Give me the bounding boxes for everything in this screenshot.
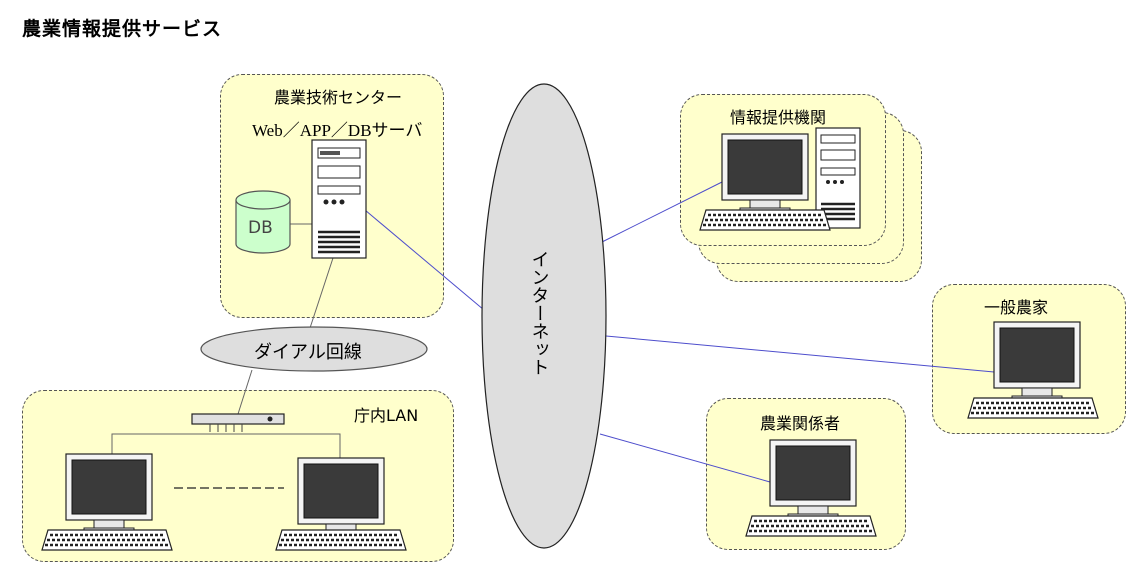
internet-label: インターネット xyxy=(529,250,550,376)
server-tower-icon xyxy=(311,139,367,259)
server-label: Web／APP／DBサーバ xyxy=(252,121,423,140)
provider-monitor-icon xyxy=(721,133,809,214)
link-server-internet xyxy=(364,209,485,311)
hub-icon xyxy=(191,413,285,432)
link-hub-pc xyxy=(111,433,341,458)
dialup-ellipse xyxy=(200,326,428,372)
lan-pc1-keyboard-icon xyxy=(40,528,174,552)
farmer-monitor-icon xyxy=(993,321,1081,402)
db-cylinder-icon xyxy=(235,190,291,254)
lan-pc2-monitor-icon xyxy=(297,457,385,538)
link-dialup-hub xyxy=(237,369,253,415)
lan-label: 庁内LAN xyxy=(354,406,419,425)
link-internet-provider xyxy=(601,181,723,243)
dialup-label: ダイアル回線 xyxy=(254,342,362,363)
farmer-keyboard-icon xyxy=(966,396,1100,420)
connection-lines xyxy=(111,181,995,483)
diagram-title: 農業情報提供サービス xyxy=(22,18,223,40)
stakeholder-label: 農業関係者 xyxy=(760,414,841,433)
db-label: DB xyxy=(248,218,273,238)
lan-pc1-monitor-icon xyxy=(65,453,153,534)
provider-label: 情報提供機関 xyxy=(730,108,827,127)
center-label: 農業技術センター xyxy=(274,88,403,107)
link-server-dialup xyxy=(309,257,334,329)
link-internet-farmer xyxy=(605,335,995,373)
provider-keyboard-icon xyxy=(698,208,832,232)
lan-pc2-keyboard-icon xyxy=(274,528,408,552)
internet-cloud xyxy=(481,83,607,549)
farmer-label: 一般農家 xyxy=(984,298,1049,317)
stakeholder-keyboard-icon xyxy=(744,514,878,538)
provider-tower-icon xyxy=(815,127,861,229)
link-internet-stakeholder xyxy=(599,433,771,483)
stakeholder-monitor-icon xyxy=(769,439,857,520)
